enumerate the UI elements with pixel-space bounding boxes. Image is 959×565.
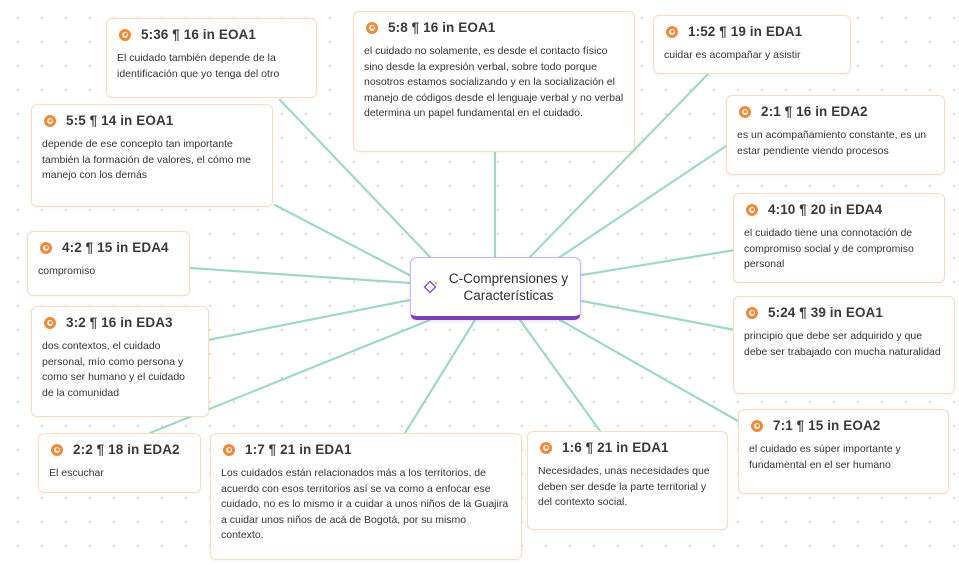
quote-card[interactable]: 3:2 ¶ 16 in EDA3 dos contextos, el cuida… (31, 306, 209, 417)
quotation-icon (366, 21, 378, 34)
quote-text: cuidar es acompañar y asistir (664, 49, 801, 61)
connector-line (518, 318, 602, 433)
quote-text: depende de ese concepto tan importante t… (42, 138, 251, 181)
quote-card[interactable]: 1:7 ¶ 21 in EDA1 Los cuidados están rela… (210, 433, 522, 560)
quote-title: 5:8 ¶ 16 in EOA1 (388, 20, 496, 35)
quote-card[interactable]: 1:52 ¶ 19 in EDA1 cuidar es acompañar y … (653, 15, 851, 74)
connector-line (273, 203, 417, 280)
quote-text: dos contextos, el cuidado personal, mío … (42, 340, 185, 399)
central-code-node[interactable]: C-Comprensiones y Características (410, 257, 581, 320)
quote-text: el cuidado tiene una connotación de comp… (744, 227, 914, 270)
quote-card[interactable]: 1:6 ¶ 21 in EDA1 Necesidades, unas neces… (527, 431, 728, 530)
connector-line (403, 318, 477, 435)
quote-card[interactable]: 5:8 ¶ 16 in EOA1 el cuidado no solamente… (353, 11, 635, 152)
connector-line (278, 98, 432, 259)
quote-text: Los cuidados están relacionados más a lo… (221, 467, 509, 541)
quotation-icon (540, 441, 552, 454)
quote-text: el cuidado no solamente, es desde el con… (364, 45, 624, 119)
quote-title: 4:10 ¶ 20 in EDA4 (768, 202, 883, 217)
quotation-icon (223, 443, 235, 456)
quote-title: 4:2 ¶ 15 in EDA4 (62, 240, 169, 255)
central-code-label: C-Comprensiones y Características (448, 271, 569, 303)
sparkle-diamond-icon (423, 280, 438, 294)
quote-title: 5:5 ¶ 14 in EOA1 (66, 113, 174, 128)
quote-text: El escuchar (49, 467, 104, 479)
connector-line (580, 299, 737, 332)
connector-line (528, 70, 712, 259)
quote-card[interactable]: 4:2 ¶ 15 in EDA4 compromiso (27, 231, 190, 296)
quotation-icon (751, 419, 763, 432)
quote-text: compromiso (38, 265, 96, 277)
quotation-icon (746, 306, 758, 319)
quote-title: 5:24 ¶ 39 in EOA1 (768, 305, 884, 320)
quotation-icon (746, 203, 758, 216)
connector-line (206, 298, 412, 342)
connector-line (558, 138, 737, 259)
quotation-icon (51, 443, 63, 456)
quote-text: es un acompañamiento constante, es un es… (737, 129, 927, 157)
quotation-icon (739, 105, 751, 118)
quote-card[interactable]: 5:36 ¶ 16 in EOA1 El cuidado también dep… (106, 18, 317, 98)
quote-title: 3:2 ¶ 16 in EDA3 (66, 315, 173, 330)
quote-title: 2:1 ¶ 16 in EDA2 (761, 104, 868, 119)
quote-title: 1:52 ¶ 19 in EDA1 (688, 24, 803, 39)
quotation-icon (666, 25, 678, 38)
quotation-icon (119, 28, 131, 41)
quote-title: 7:1 ¶ 15 in EOA2 (773, 418, 881, 433)
quote-card[interactable]: 7:1 ¶ 15 in EOA2 el cuidado es súper imp… (738, 409, 949, 494)
quote-card[interactable]: 4:10 ¶ 20 in EDA4 el cuidado tiene una c… (733, 193, 945, 283)
connector-line (580, 248, 737, 277)
quotation-icon (44, 114, 56, 127)
quote-text: el cuidado es súper importante y fundame… (749, 443, 901, 471)
quote-title: 2:2 ¶ 18 in EDA2 (73, 442, 180, 457)
quotation-icon (40, 241, 52, 254)
quotation-icon (44, 316, 56, 329)
quote-title: 1:7 ¶ 21 in EDA1 (245, 442, 352, 457)
quote-card[interactable]: 5:24 ¶ 39 in EOA1 principio que debe ser… (733, 296, 955, 394)
quote-text: El cuidado también depende de la identif… (117, 52, 280, 80)
connector-line (558, 318, 747, 427)
quote-text: Necesidades, unas necesidades que deben … (538, 465, 710, 508)
quote-card[interactable]: 2:1 ¶ 16 in EDA2 es un acompañamiento co… (726, 95, 945, 175)
quote-text: principio que debe ser adquirido y que d… (744, 330, 941, 358)
connector-line (188, 266, 412, 285)
quote-title: 1:6 ¶ 21 in EDA1 (562, 440, 669, 455)
quote-card[interactable]: 2:2 ¶ 18 in EDA2 El escuchar (38, 433, 201, 493)
quote-title: 5:36 ¶ 16 in EOA1 (141, 27, 257, 42)
quote-card[interactable]: 5:5 ¶ 14 in EOA1 depende de ese concepto… (31, 104, 273, 207)
